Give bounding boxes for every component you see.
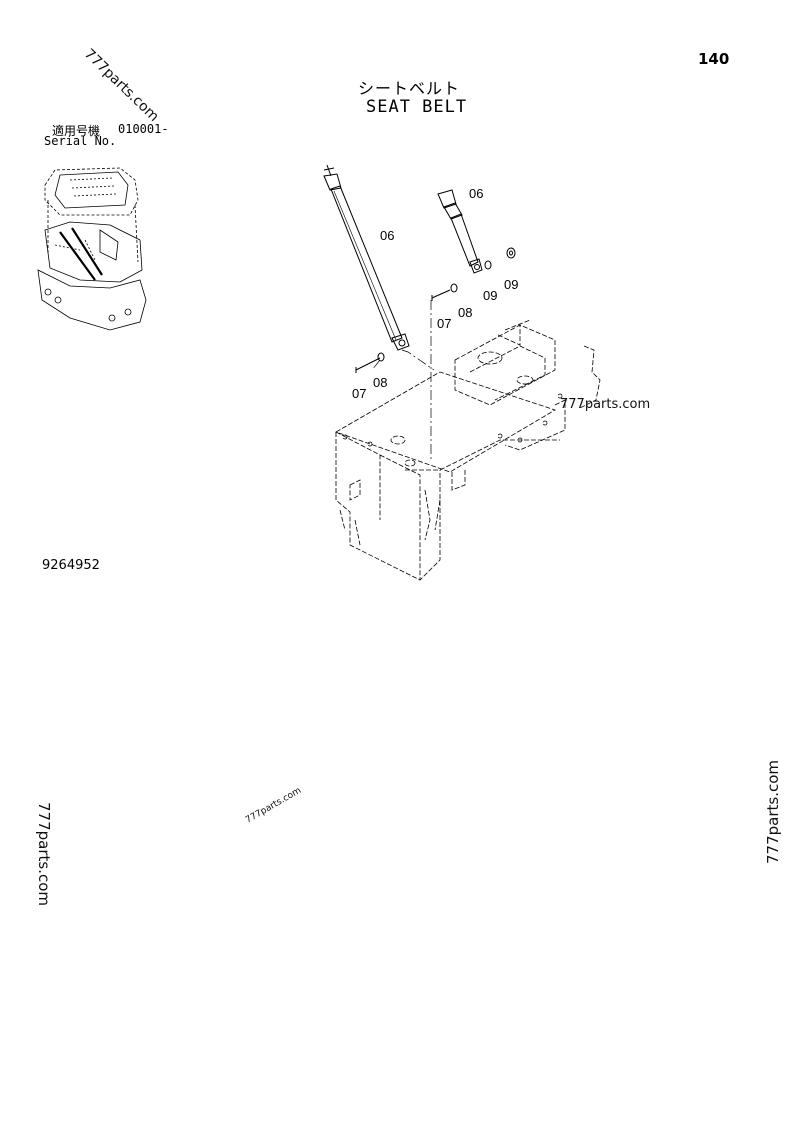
seat-frame bbox=[335, 319, 601, 581]
serial-label-japanese: 適用号機 bbox=[52, 124, 101, 138]
callout-label: 07 bbox=[352, 386, 366, 401]
drawing-number: 9264952 bbox=[42, 558, 100, 573]
callout-label: 08 bbox=[458, 305, 472, 320]
callout-label: 06 bbox=[380, 228, 394, 243]
part-callouts: 06 06 07 08 09 09 07 08 bbox=[352, 186, 518, 401]
callout-label: 08 bbox=[373, 375, 387, 390]
callout-label: 09 bbox=[483, 288, 497, 303]
serial-range: 010001- bbox=[118, 122, 169, 136]
callout-label: 09 bbox=[504, 277, 518, 292]
left-seat-belt bbox=[323, 164, 410, 351]
callout-label: 06 bbox=[469, 186, 483, 201]
center-lines bbox=[371, 300, 435, 460]
page-number: 140 bbox=[698, 50, 730, 68]
serial-label-english: Serial No. bbox=[44, 134, 117, 148]
page-title-japanese: シートベルト bbox=[358, 79, 461, 98]
machine-thumbnail bbox=[37, 167, 147, 331]
watermark: 777parts.com bbox=[560, 397, 651, 412]
callout-label: 07 bbox=[437, 316, 451, 331]
hardware-parts bbox=[355, 247, 516, 373]
page-title-english: SEAT BELT bbox=[366, 97, 468, 117]
right-seat-belt bbox=[437, 189, 483, 274]
